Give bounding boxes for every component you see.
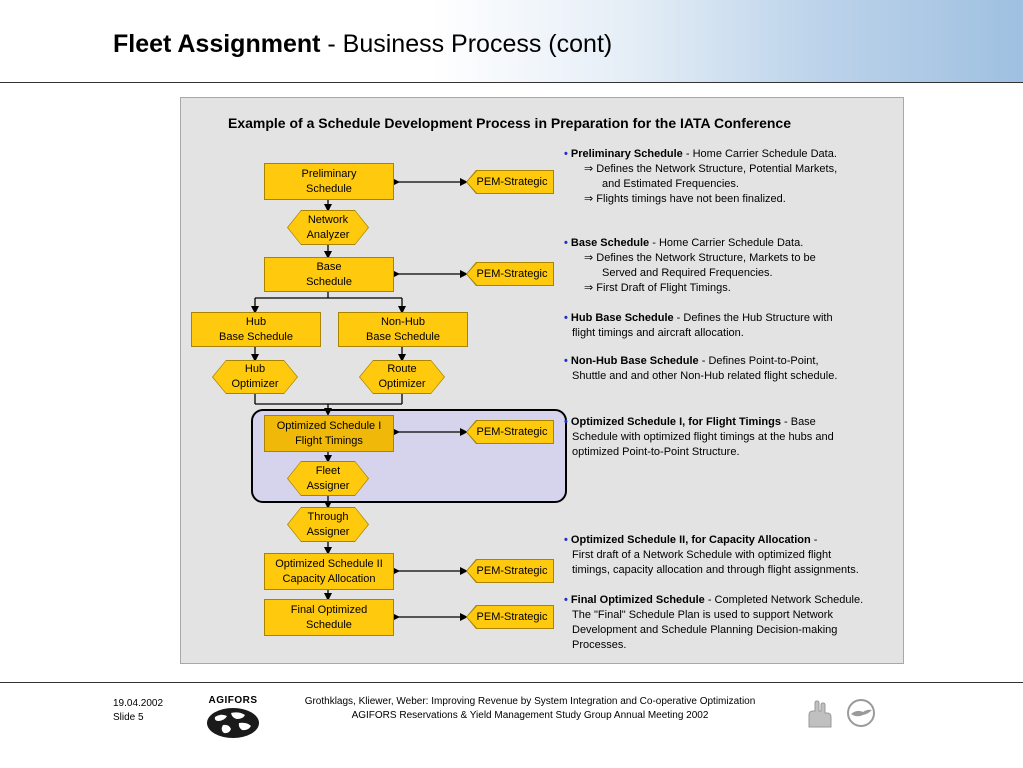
slide-title-bold: Fleet Assignment <box>113 30 321 58</box>
pem-strategic-5-label: PEM-Strategic <box>467 606 553 628</box>
desc-hub-base-text: - Defines the Hub Structure with <box>673 312 833 324</box>
bullet-icon: • <box>564 416 568 428</box>
desc-optimized-1-b: optimized Point-to-Point Structure. <box>572 446 740 458</box>
desc-preliminary-text: - Home Carrier Schedule Data. <box>682 148 837 160</box>
diagram-title: Example of a Schedule Development Proces… <box>228 115 791 131</box>
desc-final: • Final Optimized Schedule - Completed N… <box>564 593 863 653</box>
globe-icon <box>207 708 259 738</box>
desc-base-b: Served and Required Frequencies. <box>602 267 773 279</box>
pem-strategic-1-label: PEM-Strategic <box>467 171 553 193</box>
desc-nonhub-base-text: - Defines Point-to-Point, <box>698 355 819 367</box>
hands-logo-icon <box>808 700 832 728</box>
node-network-analyzer-label: Network Analyzer <box>288 211 368 244</box>
footer-meta: 19.04.2002 Slide 5 <box>113 697 163 725</box>
crane-logo-icon <box>847 699 875 727</box>
implies-arrow-icon: ⇒ <box>584 193 594 205</box>
desc-optimized-1-a: Schedule with optimized flight timings a… <box>572 431 834 443</box>
pem-strategic-3: PEM-Strategic <box>466 420 554 444</box>
desc-final-c: Processes. <box>572 639 627 651</box>
node-fleet-assigner: Fleet Assigner <box>287 461 369 496</box>
desc-base-text: - Home Carrier Schedule Data. <box>649 237 804 249</box>
desc-optimized-2-text: - <box>810 534 818 546</box>
bullet-icon: • <box>564 534 568 546</box>
bullet-icon: • <box>564 312 568 324</box>
slide-title-rest: - Business Process (cont) <box>320 30 613 58</box>
bullet-icon: • <box>564 355 568 367</box>
desc-base: • Base Schedule - Home Carrier Schedule … <box>564 236 816 296</box>
desc-nonhub-base: • Non-Hub Base Schedule - Defines Point-… <box>564 354 837 384</box>
desc-final-a: The "Final" Schedule Plan is used to sup… <box>572 609 833 621</box>
bullet-icon: • <box>564 148 568 160</box>
desc-base-a: Defines the Network Structure, Markets t… <box>596 252 816 264</box>
desc-final-b: Development and Schedule Planning Decisi… <box>572 624 838 636</box>
pem-strategic-1: PEM-Strategic <box>466 170 554 194</box>
implies-arrow-icon: ⇒ <box>584 252 594 264</box>
desc-final-text: - Completed Network Schedule. <box>704 594 864 606</box>
pem-strategic-3-label: PEM-Strategic <box>467 421 553 443</box>
desc-optimized-2-b: timings, capacity allocation and through… <box>572 564 859 576</box>
pem-strategic-4-label: PEM-Strategic <box>467 560 553 582</box>
node-nonhub-base-schedule: Non-Hub Base Schedule <box>338 312 468 347</box>
footer-logos <box>805 697 885 731</box>
node-fleet-assigner-label: Fleet Assigner <box>288 462 368 495</box>
bullet-icon: • <box>564 237 568 249</box>
header-divider <box>0 82 1023 83</box>
node-network-analyzer: Network Analyzer <box>287 210 369 245</box>
pem-strategic-2: PEM-Strategic <box>466 262 554 286</box>
desc-hub-base-a: flight timings and aircraft allocation. <box>572 327 744 339</box>
desc-optimized-2-a: First draft of a Network Schedule with o… <box>572 549 832 561</box>
desc-optimized-1-title: Optimized Schedule I, for Flight Timings <box>570 416 781 428</box>
slide-title: Fleet Assignment - Business Process (con… <box>113 30 612 59</box>
footer-slide-number: Slide 5 <box>113 712 144 723</box>
node-through-assigner: Through Assigner <box>287 507 369 542</box>
node-final-optimized-schedule: Final Optimized Schedule <box>264 599 394 636</box>
node-hub-base-schedule: Hub Base Schedule <box>191 312 321 347</box>
footer-date: 19.04.2002 <box>113 698 164 709</box>
slide-header <box>0 0 1023 82</box>
node-route-optimizer-label: Route Optimizer <box>360 361 444 393</box>
desc-hub-base: • Hub Base Schedule - Defines the Hub St… <box>564 311 833 341</box>
bullet-icon: • <box>564 594 568 606</box>
agifors-logo-text: AGIFORS <box>208 695 258 706</box>
footer-citation: Grothklags, Kliewer, Weber: Improving Re… <box>280 695 780 723</box>
footer-divider <box>0 682 1023 683</box>
node-preliminary-schedule: Preliminary Schedule <box>264 163 394 200</box>
desc-preliminary-b: and Estimated Frequencies. <box>602 178 739 190</box>
desc-preliminary-title: Preliminary Schedule <box>570 148 683 160</box>
desc-optimized-2-title: Optimized Schedule II, for Capacity Allo… <box>570 534 811 546</box>
node-hub-optimizer: Hub Optimizer <box>212 360 298 394</box>
pem-strategic-2-label: PEM-Strategic <box>467 263 553 285</box>
node-hub-optimizer-label: Hub Optimizer <box>213 361 297 393</box>
node-base-schedule: Base Schedule <box>264 257 394 292</box>
node-through-assigner-label: Through Assigner <box>288 508 368 541</box>
desc-preliminary-c: Flights timings have not been finalized. <box>596 193 786 205</box>
node-optimized-schedule-1: Optimized Schedule I Flight Timings <box>264 415 394 452</box>
pem-strategic-4: PEM-Strategic <box>466 559 554 583</box>
desc-preliminary-a: Defines the Network Structure, Potential… <box>596 163 838 175</box>
implies-arrow-icon: ⇒ <box>584 163 594 175</box>
desc-base-title: Base Schedule <box>570 237 650 249</box>
pem-strategic-5: PEM-Strategic <box>466 605 554 629</box>
desc-optimized-1: • Optimized Schedule I, for Flight Timin… <box>564 415 834 460</box>
agifors-logo: AGIFORS <box>203 695 263 740</box>
node-route-optimizer: Route Optimizer <box>359 360 445 394</box>
desc-final-title: Final Optimized Schedule <box>570 594 705 606</box>
desc-base-c: First Draft of Flight Timings. <box>596 282 731 294</box>
desc-preliminary: • Preliminary Schedule - Home Carrier Sc… <box>564 147 837 207</box>
desc-optimized-2: • Optimized Schedule II, for Capacity Al… <box>564 533 859 578</box>
implies-arrow-icon: ⇒ <box>584 282 594 294</box>
desc-nonhub-base-title: Non-Hub Base Schedule <box>570 355 699 367</box>
desc-hub-base-title: Hub Base Schedule <box>570 312 674 324</box>
desc-optimized-1-text: - Base <box>780 416 816 428</box>
footer-citation-line2: AGIFORS Reservations & Yield Management … <box>351 710 709 721</box>
desc-nonhub-base-a: Shuttle and and other Non-Hub related fl… <box>572 370 838 382</box>
node-optimized-schedule-2: Optimized Schedule II Capacity Allocatio… <box>264 553 394 590</box>
footer-citation-line1: Grothklags, Kliewer, Weber: Improving Re… <box>304 696 756 707</box>
